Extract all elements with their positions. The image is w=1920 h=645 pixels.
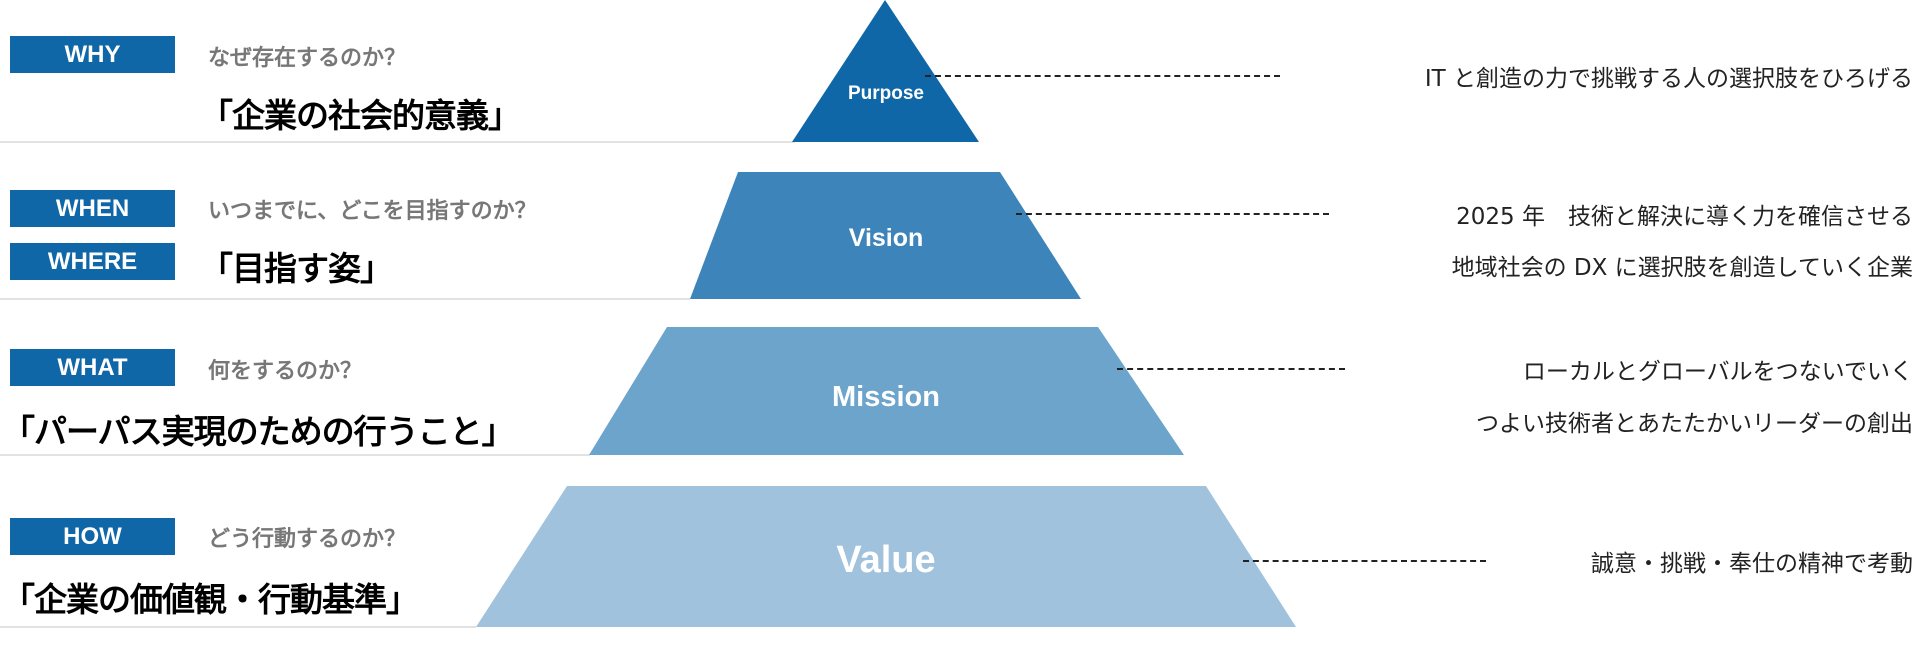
question-vision: いつまでに、どこを目指すのか？ xyxy=(208,199,537,224)
badge-how: HOW xyxy=(10,518,175,555)
question-purpose: なぜ存在するのか？ xyxy=(208,46,407,71)
separator xyxy=(0,298,690,300)
leader-line-mission xyxy=(1117,368,1345,370)
tier-label-mission: Mission xyxy=(832,381,940,413)
heading-value: 「企業の価値観・行動基準」 xyxy=(2,580,419,619)
leader-line-vision xyxy=(1016,213,1329,215)
leader-line-purpose xyxy=(925,75,1280,77)
separator xyxy=(0,454,590,456)
badge-where: WHERE xyxy=(10,243,175,280)
description-purpose: IT と創造の力で挑戦する人の選択肢をひろげる xyxy=(1424,66,1913,92)
tier-label-purpose: Purpose xyxy=(848,83,924,104)
badge-when: WHEN xyxy=(10,190,175,227)
tier-label-vision: Vision xyxy=(849,224,924,252)
heading-vision: 「目指す姿」 xyxy=(200,249,393,288)
description-vision-line2: 地域社会の DX に選択肢を創造していく企業 xyxy=(1451,255,1913,281)
pyramid-tier-mission xyxy=(589,327,1184,455)
description-value: 誠意・挑戦・奉仕の精神で考動 xyxy=(1591,551,1913,577)
description-mission-line2: つよい技術者とあたたかいリーダーの創出 xyxy=(1476,411,1913,437)
tier-label-value: Value xyxy=(836,539,935,581)
badge-why: WHY xyxy=(10,36,175,73)
leader-line-value xyxy=(1243,560,1486,562)
description-vision-line1: 2025 年 技術と解決に導く力を確信させる xyxy=(1456,204,1913,230)
question-mission: 何をするのか？ xyxy=(208,359,363,384)
question-value: どう行動するのか？ xyxy=(208,527,407,552)
description-mission-line1: ローカルとグローバルをつないでいく xyxy=(1522,359,1913,385)
heading-mission: 「パーパス実現のための行うこと」 xyxy=(2,412,515,451)
heading-purpose: 「企業の社会的意義」 xyxy=(200,96,521,135)
badge-what: WHAT xyxy=(10,349,175,386)
pyramid-tier-purpose xyxy=(792,0,979,142)
pyramid-tier-value xyxy=(476,486,1296,627)
separator xyxy=(0,626,476,628)
separator xyxy=(0,141,795,143)
pyramid-tier-vision xyxy=(690,172,1081,299)
